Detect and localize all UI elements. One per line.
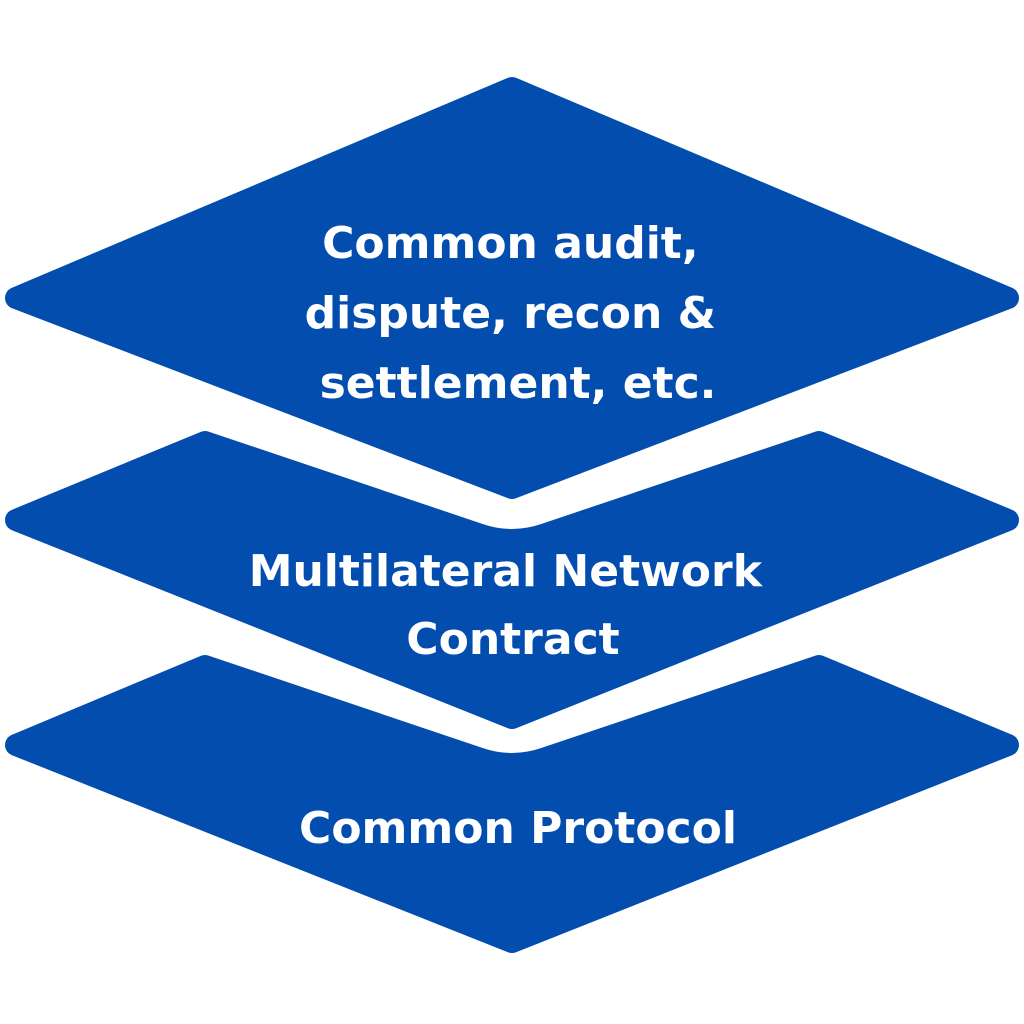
layer-common-protocol-line-1: Common Protocol bbox=[299, 803, 737, 854]
layer-common-audit-shape bbox=[5, 77, 1019, 499]
layer-common-audit-label: Common audit, dispute, recon & settlemen… bbox=[305, 218, 732, 409]
layer-common-audit-line-3: settlement, etc. bbox=[320, 358, 717, 409]
layer-multilateral-network-contract-line-1: Multilateral Network bbox=[249, 546, 764, 597]
layer-common-audit-line-1: Common audit, bbox=[322, 218, 698, 269]
layer-multilateral-network-contract-line-2: Contract bbox=[406, 614, 619, 665]
layer-common-audit: Common audit, dispute, recon & settlemen… bbox=[5, 77, 1019, 499]
layer-multilateral-network-contract-shape bbox=[5, 431, 1019, 729]
layer-multilateral-network-contract-label: Multilateral Network Contract bbox=[249, 546, 778, 665]
layer-common-protocol: Common Protocol bbox=[5, 655, 1019, 953]
layer-multilateral-network-contract: Multilateral Network Contract bbox=[5, 431, 1019, 729]
layer-common-audit-line-2: dispute, recon & bbox=[305, 288, 716, 339]
layer-common-protocol-label: Common Protocol bbox=[299, 803, 737, 854]
layer-common-protocol-shape bbox=[5, 655, 1019, 953]
